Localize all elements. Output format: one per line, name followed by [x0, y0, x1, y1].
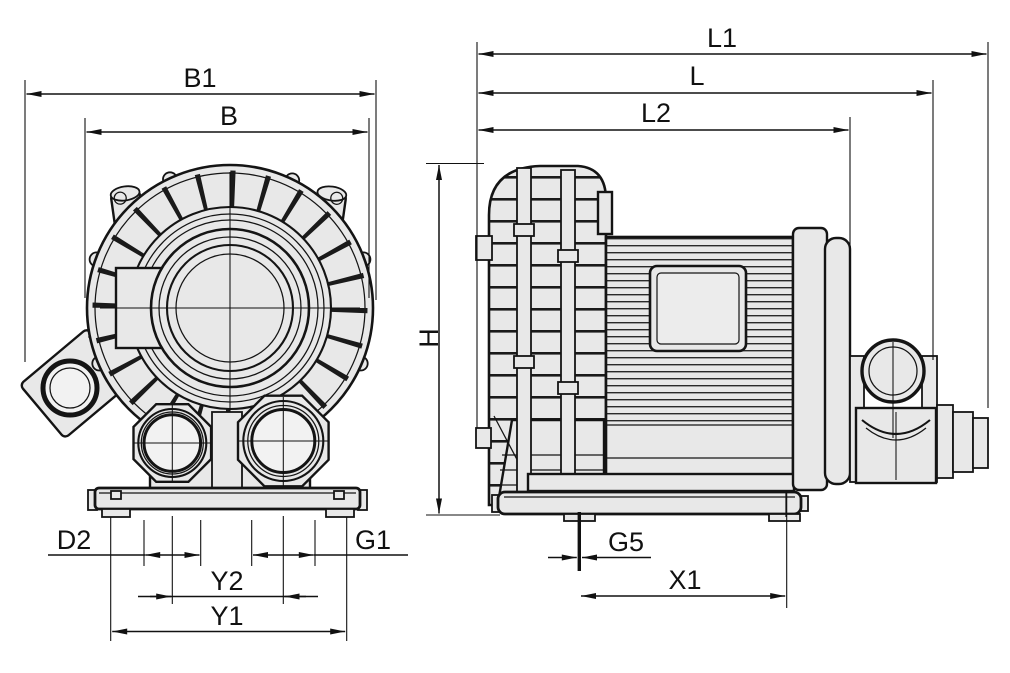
dimension-G1: G1 — [251, 520, 408, 566]
dimension-L1: L1 — [476, 23, 989, 428]
frame-rail — [526, 472, 796, 493]
bottom-port-left — [132, 403, 213, 483]
motor-end-shield — [791, 226, 829, 492]
hose-connector — [936, 404, 954, 479]
dimension-label-B1: B1 — [183, 63, 216, 93]
dimension-H: H — [414, 162, 500, 516]
dimension-D2: D2 — [48, 520, 202, 566]
dimension-X1: X1 — [581, 491, 788, 608]
front-view — [20, 163, 375, 518]
side-base-plate — [491, 490, 809, 522]
motor — [526, 226, 852, 493]
dimension-Y1: Y1 — [110, 517, 348, 641]
fan-cover — [823, 236, 852, 486]
dimension-B1: B1 — [24, 63, 377, 362]
dimension-Y2: Y2 — [138, 516, 318, 604]
outlet-assembly — [849, 338, 989, 485]
dimension-label-Y1: Y1 — [210, 601, 243, 631]
side-view — [475, 164, 989, 522]
front-foot-right — [325, 508, 355, 518]
dimension-L: L — [478, 61, 934, 360]
front-foot-left — [101, 508, 131, 518]
dimension-label-L2: L2 — [641, 98, 671, 128]
dimension-label-G5: G5 — [608, 527, 644, 557]
muffler-port — [40, 358, 100, 418]
cover-bands — [513, 167, 579, 505]
dimension-label-H: H — [414, 328, 444, 348]
dimension-label-G1: G1 — [355, 525, 391, 555]
dimension-label-L1: L1 — [707, 23, 737, 53]
dimension-label-L: L — [689, 61, 704, 91]
bottom-port-right — [236, 394, 330, 488]
blower-housing — [85, 163, 375, 482]
dimension-label-X1: X1 — [668, 565, 701, 595]
dimension-label-D2: D2 — [57, 525, 92, 555]
housing-bracket — [596, 190, 614, 236]
dimension-B: B — [84, 101, 370, 298]
side-foot-right — [768, 513, 801, 522]
dimension-G5: G5 — [548, 512, 651, 571]
dimension-label-B: B — [220, 101, 238, 131]
dimension-L2: L2 — [478, 98, 851, 352]
dimension-label-Y2: Y2 — [210, 566, 243, 596]
cover-lug-bottom — [475, 427, 492, 449]
cover-lug-top — [475, 235, 493, 261]
front-base-plate — [87, 486, 368, 518]
